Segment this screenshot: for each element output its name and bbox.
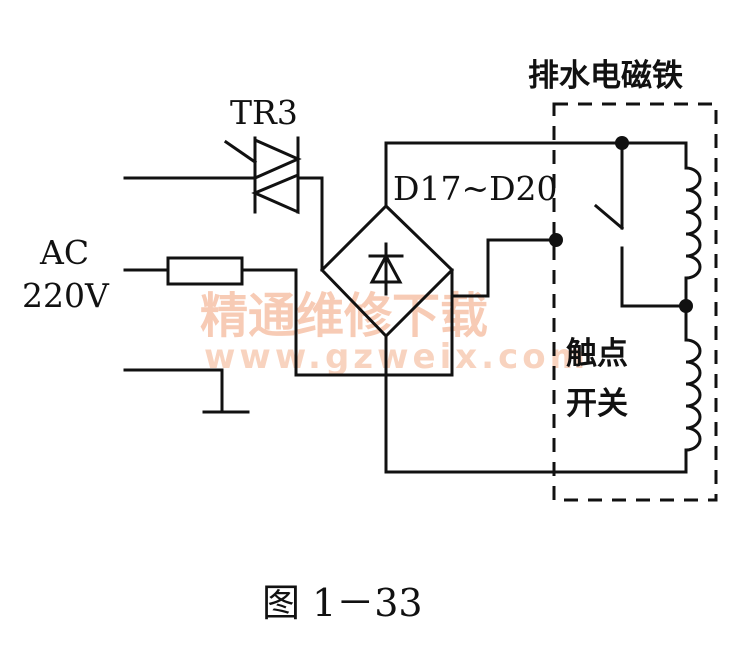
- figure-caption: 图 1－33: [262, 581, 423, 625]
- junction-dot: [679, 299, 693, 313]
- lower-coil: [684, 304, 702, 474]
- magnet-enclosure: [552, 102, 718, 502]
- bridge-label: D17~D20: [393, 169, 558, 208]
- magnet-label: 排水电磁铁: [528, 58, 683, 94]
- watermark-url: www.gzweix.com: [204, 337, 589, 377]
- triac-label: TR3: [230, 93, 298, 132]
- ground-symbol: [123, 368, 250, 414]
- junction-dot: [615, 136, 629, 150]
- upper-coil: [684, 141, 702, 308]
- source-label-ac: AC: [39, 233, 89, 272]
- contact-switch: [593, 141, 688, 308]
- fuse: [123, 256, 454, 377]
- contact-label-1: 触点: [566, 336, 628, 372]
- contact-label-2: 开关: [566, 386, 628, 422]
- watermark: 精通维修下载 www.gzweix.com: [200, 288, 589, 377]
- triac-tr3: [123, 136, 324, 272]
- source-label-voltage: 220V: [22, 276, 110, 315]
- watermark-cn: 精通维修下载: [200, 288, 488, 344]
- junction-dot: [549, 233, 563, 247]
- dc-wiring: [384, 141, 688, 474]
